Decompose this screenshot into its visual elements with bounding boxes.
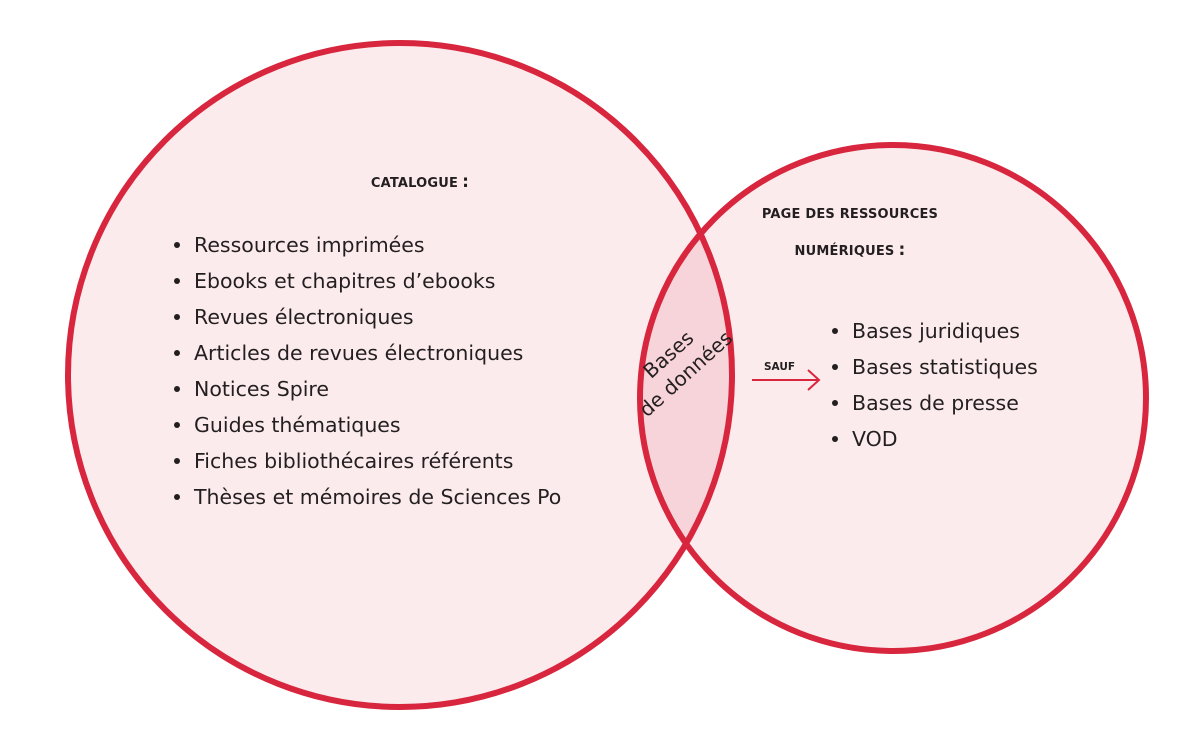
- catalogue-item: Revues électroniques: [170, 299, 561, 335]
- catalogue-item: Articles de revues électroniques: [170, 335, 561, 371]
- numeriques-item: VOD: [828, 421, 1038, 457]
- numeriques-title-line1: PAGE DES RESSOURCES: [761, 207, 939, 222]
- catalogue-item: Thèses et mémoires de Sciences Po: [170, 479, 561, 515]
- catalogue-item: Notices Spire: [170, 371, 561, 407]
- catalogue-list: Ressources imprimées Ebooks et chapitres…: [170, 227, 561, 515]
- catalogue-title-colon: :: [462, 172, 470, 192]
- numeriques-title-colon: :: [898, 240, 906, 260]
- arrow-right-icon: [752, 369, 821, 391]
- numeriques-title-line2: NUMÉRIQUES:: [755, 240, 945, 260]
- catalogue-circle-outline: [65, 40, 735, 710]
- catalogue-item: Guides thématiques: [170, 407, 561, 443]
- sauf-label: SAUF: [764, 361, 796, 373]
- catalogue-circle: [68, 43, 732, 707]
- numeriques-item: Bases statistiques: [828, 349, 1038, 385]
- catalogue-item: Ebooks et chapitres d’ebooks: [170, 263, 561, 299]
- numeriques-title-text: NUMÉRIQUES: [794, 244, 895, 259]
- catalogue-title-text: CATALOGUE: [370, 176, 459, 191]
- numeriques-item: Bases de presse: [828, 385, 1038, 421]
- catalogue-title: CATALOGUE:: [330, 172, 510, 192]
- numeriques-list: Bases juridiques Bases statistiques Base…: [828, 313, 1038, 457]
- numeriques-circle-outline: [637, 142, 1149, 654]
- numeriques-circle: [640, 145, 1146, 651]
- catalogue-item: Fiches bibliothécaires référents: [170, 443, 561, 479]
- numeriques-item: Bases juridiques: [828, 313, 1038, 349]
- catalogue-item: Ressources imprimées: [170, 227, 561, 263]
